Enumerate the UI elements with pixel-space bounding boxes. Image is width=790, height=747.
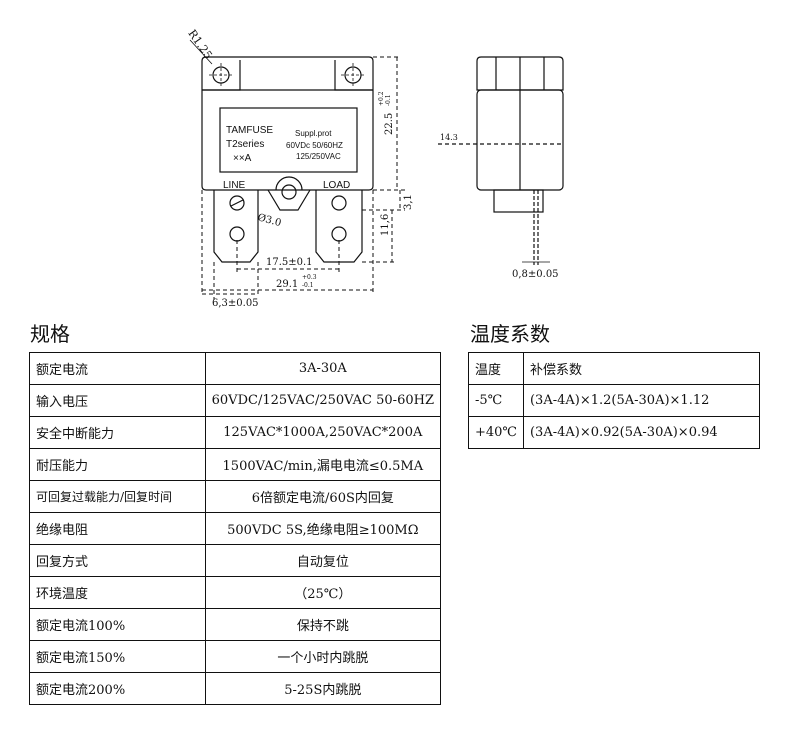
row-value: （25℃） [204,576,442,609]
series-label: T2series [226,139,264,150]
dimension-drawing: R1.25 TAMFUSE T2series ××A Suppl.prot 60… [185,27,564,309]
row-label: 额定电流 [29,352,206,385]
height-tol-minus: -0.1 [385,94,392,106]
temp-title: 温度系数 [470,322,550,346]
dim-11-6-label: 11,6 [380,214,391,236]
row-value: 保持不跳 [204,608,442,641]
spec-title: 规格 [30,322,70,346]
row-value: (3A-4A)×1.2(5A-30A)×1.12 [522,384,761,417]
table-row: 环境温度（25℃） [29,576,442,609]
rating-label: ××A [233,153,252,164]
row-value: 6倍额定电流/60S内回复 [204,480,442,513]
side-view [438,56,564,265]
row-value: 一个小时内跳脱 [204,640,442,673]
pitch-dim-label: 17.5±0.1 [266,257,313,268]
width-tol-plus: +0.3 [302,274,317,281]
row-value: 自动复位 [204,544,442,577]
row-label: 绝缘电阻 [29,512,206,545]
row-label: 回复方式 [29,544,206,577]
table-row: 额定电流100%保持不跳 [29,608,442,641]
dim-3-1-label: 3,1 [403,194,414,210]
side-depth-label: 14.3 [440,133,458,142]
radius-label: R1.25 [185,27,214,61]
row-label: -5℃ [468,384,524,417]
table-row: -5℃(3A-4A)×1.2(5A-30A)×1.12 [468,384,761,417]
row-value: 1500VAC/min,漏电电流≤0.5MA [204,448,442,481]
row-label: 输入电压 [29,384,206,417]
table-row: +40℃(3A-4A)×0.92(5A-30A)×0.94 [468,416,761,449]
table-header-row: 温度补偿系数 [468,352,761,385]
row-label: 环境温度 [29,576,206,609]
front-view [189,39,405,300]
height-dim-label: 22.5 [384,113,395,135]
hole-dia-label: Ø3.0 [256,212,282,229]
row-value: 500VDC 5S,绝缘电阻≥100MΩ [204,512,442,545]
row-value: 5-25S内跳脱 [204,672,442,705]
width-dim-label: 29.1 [276,279,298,290]
row-value: 60VDC/125VAC/250VAC 50-60HZ [204,384,442,417]
table-row: 额定电流150%一个小时内跳脱 [29,640,442,673]
row-label: 额定电流200% [29,672,206,705]
line-label: LINE [223,180,246,191]
terminal-width-label: 6,3±0.05 [212,298,259,309]
table-row: 回复方式自动复位 [29,544,442,577]
width-tol-minus: -0.1 [302,282,314,289]
header-label: 温度 [468,352,524,385]
load-label: LOAD [323,180,350,191]
height-tol-plus: +0.2 [378,91,385,106]
dc-rating-label: 60VDc 50/60HZ [286,141,343,150]
row-value: (3A-4A)×0.92(5A-30A)×0.94 [522,416,761,449]
row-label: 额定电流150% [29,640,206,673]
row-value: 125VAC*1000A,250VAC*200A [204,416,442,449]
row-label: 耐压能力 [29,448,206,481]
temperature-table: 温度补偿系数 -5℃(3A-4A)×1.2(5A-30A)×1.12 +40℃(… [468,352,761,449]
row-label: +40℃ [468,416,524,449]
brand-label: TAMFUSE [226,125,273,136]
header-value: 补偿系数 [522,352,761,385]
table-row: 额定电流200%5-25S内跳脱 [29,672,442,705]
row-label: 安全中断能力 [29,416,206,449]
lead-thickness-label: 0,8±0.05 [512,269,559,280]
row-value: 3A-30A [204,352,442,385]
suppl-label: Suppl.prot [295,129,332,138]
ac-rating-label: 125/250VAC [296,152,341,161]
row-label: 可回复过载能力/回复时间 [29,480,206,513]
row-label: 额定电流100% [29,608,206,641]
